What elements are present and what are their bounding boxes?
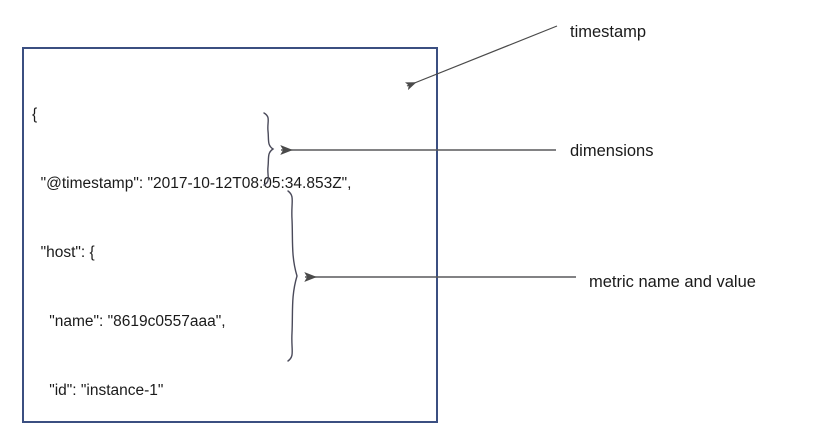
json-document-box: { "@timestamp": "2017-10-12T08:05:34.853… xyxy=(22,47,438,423)
annotation-label-dimensions: dimensions xyxy=(570,142,654,160)
annotation-label-metric: metric name and value xyxy=(589,273,756,291)
code-line: { xyxy=(32,106,38,123)
code-line-host-name: "name": "8619c0557aaa", xyxy=(32,313,226,330)
code-line-host-open: "host": { xyxy=(32,244,95,261)
annotation-label-timestamp: timestamp xyxy=(570,23,647,41)
json-code-block: { "@timestamp": "2017-10-12T08:05:34.853… xyxy=(32,57,432,437)
code-line-timestamp: "@timestamp": "2017-10-12T08:05:34.853Z"… xyxy=(32,175,352,192)
code-line-host-id: "id": "instance-1" xyxy=(32,382,164,399)
